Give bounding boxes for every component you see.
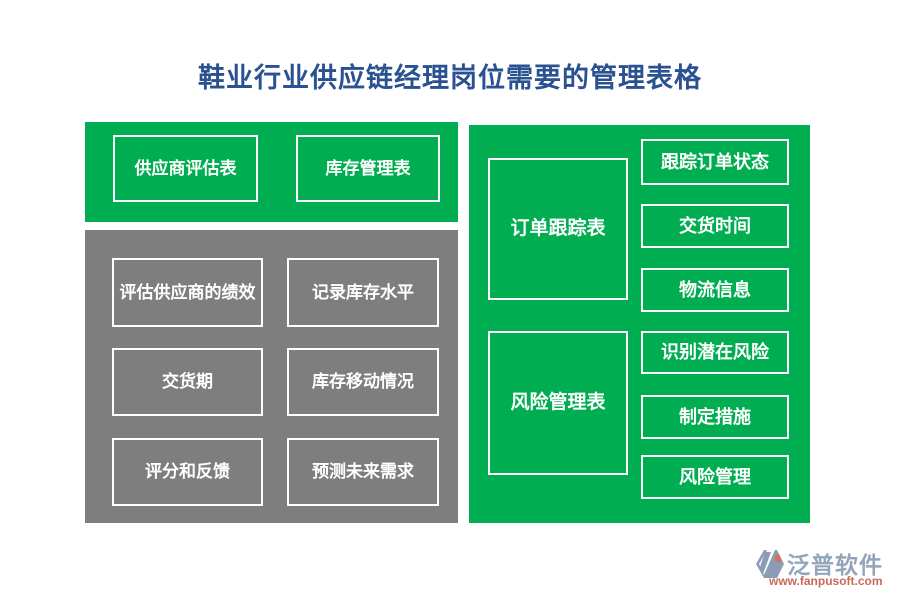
node-track-order-status: 跟踪订单状态 <box>641 139 789 185</box>
node-delivery-time: 交货时间 <box>641 204 789 248</box>
fanpu-logo-icon <box>756 550 784 578</box>
node-logistics-info: 物流信息 <box>641 268 789 312</box>
node-identify-potential-risks: 识别潜在风险 <box>641 331 789 374</box>
node-inventory-movement: 库存移动情况 <box>287 348 439 416</box>
node-formulate-measures: 制定措施 <box>641 395 789 439</box>
supplier-inventory-panel: 供应商评估表 库存管理表 <box>85 122 458 222</box>
node-risk-management-table: 风险管理表 <box>488 331 628 475</box>
detail-functions-panel: 评估供应商的绩效 记录库存水平 交货期 库存移动情况 评分和反馈 预测未来需求 <box>85 230 458 523</box>
node-record-inventory-level: 记录库存水平 <box>287 258 439 327</box>
tracking-risk-panel: 订单跟踪表 跟踪订单状态 交货时间 物流信息 风险管理表 识别潜在风险 制定措施… <box>469 125 810 523</box>
vendor-url-text: www.fanpusoft.com <box>769 574 883 588</box>
node-delivery-period: 交货期 <box>112 348 263 416</box>
node-scoring-and-feedback: 评分和反馈 <box>112 438 263 506</box>
node-inventory-management-table: 库存管理表 <box>296 135 440 202</box>
node-order-tracking-table: 订单跟踪表 <box>488 158 628 300</box>
vendor-brand-text: 泛普软件 <box>787 553 883 578</box>
vendor-logo: 泛普软件 www.fanpusoft.com <box>753 546 893 592</box>
node-risk-management: 风险管理 <box>641 455 789 499</box>
page-title: 鞋业行业供应链经理岗位需要的管理表格 <box>198 63 702 93</box>
node-forecast-future-demand: 预测未来需求 <box>287 438 439 506</box>
node-supplier-evaluation-table: 供应商评估表 <box>113 135 258 202</box>
node-evaluate-supplier-performance: 评估供应商的绩效 <box>112 258 263 327</box>
